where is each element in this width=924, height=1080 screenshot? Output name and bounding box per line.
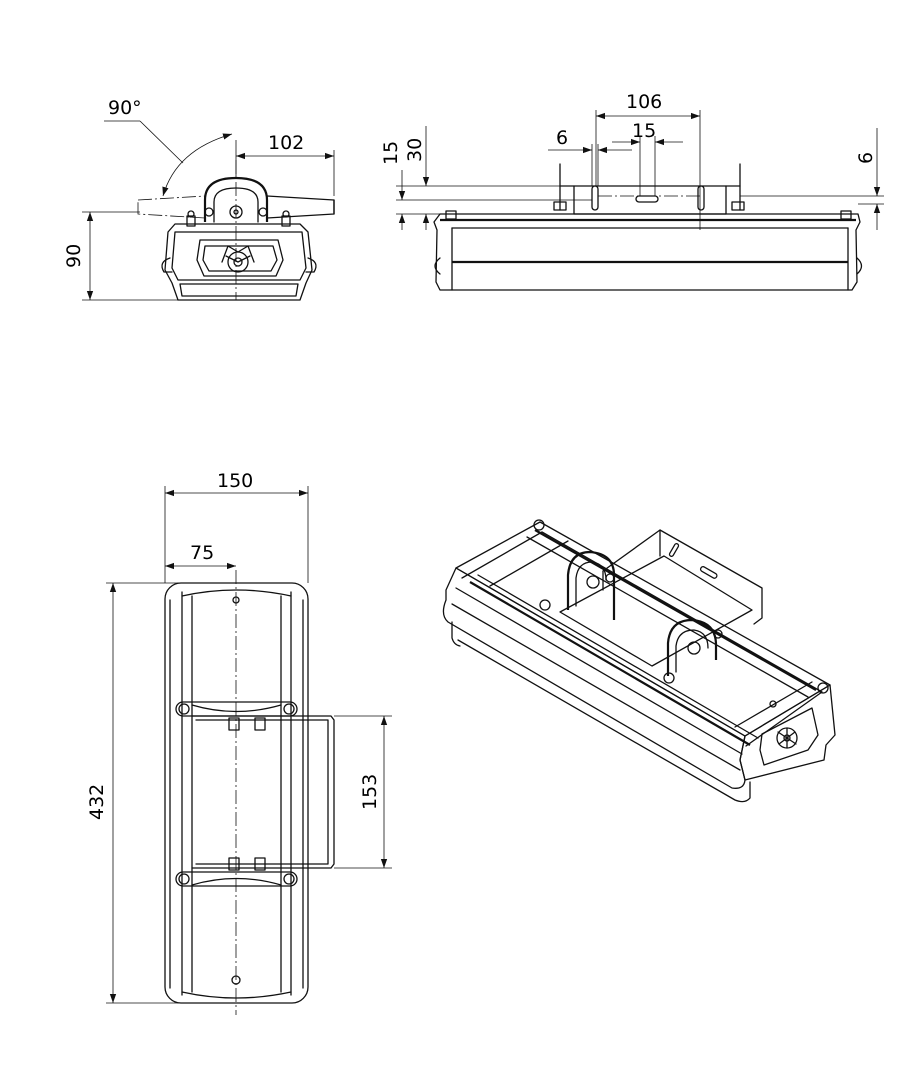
bracket-length-label: 153	[359, 774, 381, 810]
end-view-dimensions: 90° 102 90	[63, 97, 335, 301]
total-width-label: 150	[217, 470, 253, 492]
offset-30-label: 30	[404, 138, 426, 162]
half-width-label: 75	[190, 542, 214, 564]
total-length-label: 432	[86, 784, 108, 820]
end-view-housing	[164, 223, 313, 301]
end-view	[137, 160, 335, 301]
top-view-bracket-plate	[191, 715, 335, 869]
bracket-span-label: 106	[626, 91, 662, 113]
slot-width-label: 6	[556, 127, 568, 149]
top-view-dimensions: 150 75 432 153	[86, 470, 392, 1004]
top-view-outline	[164, 582, 309, 1004]
isometric-front-face	[442, 567, 746, 789]
top-offset-label: 6	[855, 152, 877, 164]
end-height-label: 90	[63, 244, 85, 268]
top-view	[164, 570, 335, 1015]
end-width-label: 102	[268, 132, 304, 154]
angle-label: 90°	[108, 97, 142, 119]
isometric-end-face	[739, 684, 836, 781]
offset-15-label: 15	[380, 141, 402, 165]
isometric-pivot-left	[566, 550, 616, 620]
end-view-vent-plate	[196, 239, 284, 277]
side-view-body	[433, 213, 861, 291]
side-view	[433, 163, 863, 291]
isometric-view	[442, 519, 836, 803]
side-view-dimensions: 106 15 6 15 30 6	[380, 91, 884, 230]
slot-length-label: 15	[632, 120, 656, 142]
isometric-bracket-plate	[559, 555, 753, 667]
